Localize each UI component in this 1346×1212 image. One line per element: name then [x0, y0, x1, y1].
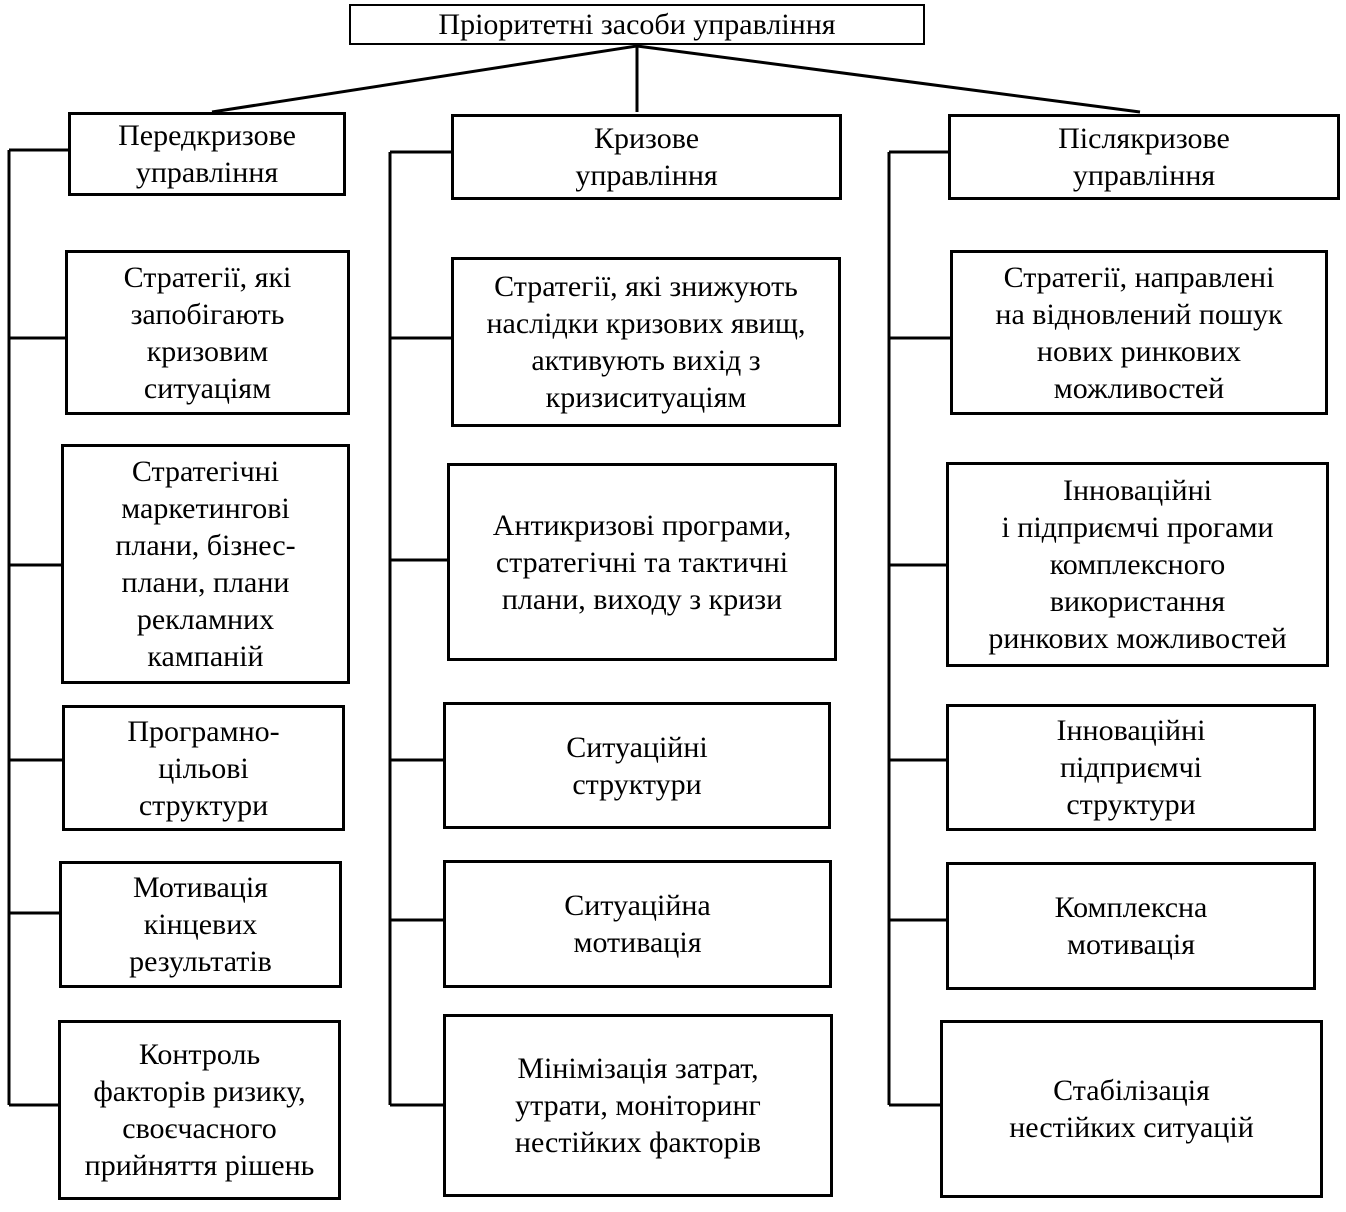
- postcrisis-item-structures: Інноваційні підприємчі структури: [946, 704, 1316, 831]
- connector-title-right: [636, 44, 1141, 114]
- precrisis-item-motivation: Мотивація кінцевих результатів: [59, 861, 342, 988]
- header-crisis: Кризове управління: [451, 114, 842, 200]
- header-postcrisis: Післякризове управління: [948, 114, 1340, 200]
- postcrisis-item-strategies: Стратегії, направлені на відновлений пош…: [950, 250, 1328, 415]
- postcrisis-item-programs: Інноваційні і підприємчі прогами комплек…: [946, 462, 1329, 667]
- precrisis-item-control: Контроль факторів ризику, своєчасного пр…: [58, 1020, 341, 1200]
- crisis-item-strategies: Стратегії, які знижують наслідки кризови…: [451, 257, 841, 427]
- postcrisis-item-motivation: Комплексна мотивація: [946, 862, 1316, 990]
- precrisis-item-plans: Стратегічні маркетингові плани, бізнес- …: [61, 444, 350, 684]
- postcrisis-item-stabilization: Стабілізація нестійких ситуацій: [940, 1020, 1323, 1198]
- connector-title-left: [211, 44, 638, 114]
- header-precrisis: Передкризове управління: [68, 112, 346, 196]
- crisis-item-programs: Антикризові програми, стратегічні та так…: [447, 463, 837, 661]
- precrisis-item-structures: Програмно- цільові структури: [62, 705, 345, 831]
- crisis-item-minimization: Мінімізація затрат, утрати, моніторинг н…: [443, 1014, 833, 1197]
- diagram-title: Пріоритетні засоби управління: [349, 4, 925, 45]
- crisis-item-motivation: Ситуаційна мотивація: [443, 860, 832, 988]
- crisis-item-structures: Ситуаційні структури: [443, 702, 831, 829]
- precrisis-item-strategies: Стратегії, які запобігають кризовим ситу…: [65, 250, 350, 415]
